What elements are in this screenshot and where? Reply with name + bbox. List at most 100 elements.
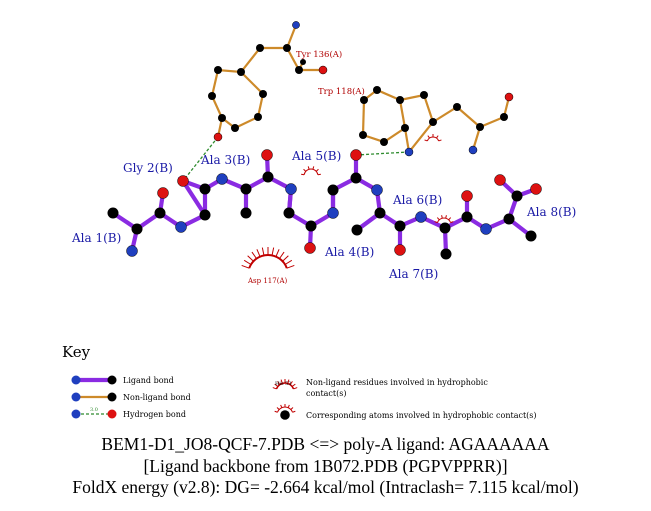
carbon-atom <box>240 183 252 195</box>
oxygen-atom <box>530 183 542 195</box>
carbon-atom <box>373 86 381 94</box>
legend-hydrophobic-arc-icon <box>272 379 298 390</box>
label-ala7: Ala 7(B) <box>388 267 438 281</box>
carbon-atom <box>327 184 339 196</box>
legend-ligand-bond-label: Ligand bond <box>123 376 174 385</box>
label-ala6: Ala 6(B) <box>392 193 442 207</box>
oxygen-atom <box>350 149 362 161</box>
legend-hydrophobic-atoms: Corresponding atoms involved in hydropho… <box>274 404 537 420</box>
carbon-atom <box>511 190 523 202</box>
carbon-atom <box>154 207 166 219</box>
carbon-atom <box>240 207 252 219</box>
carbon-atom <box>396 96 404 104</box>
legend-hydrophobic-atom-icon <box>274 404 296 413</box>
legend-hydrophobic-residue: His 53 Non-ligand residues involved in h… <box>272 378 488 398</box>
carbon-atom <box>283 44 291 52</box>
legend-hydrogen-bond-label: Hydrogen bond <box>123 410 186 419</box>
carbon-atom <box>295 66 303 74</box>
carbon-atom <box>351 224 363 236</box>
nitrogen-atom <box>415 211 427 223</box>
legend-hydrophobic-residue-sample: His 53 <box>275 381 291 387</box>
nitrogen-atom <box>327 207 339 219</box>
carbon-atom <box>199 209 211 221</box>
carbon-atom <box>394 220 406 232</box>
nitrogen-atom <box>285 183 297 195</box>
carbon-atom <box>476 123 484 131</box>
carbon-atom <box>359 131 367 139</box>
label-ala8: Ala 8(B) <box>526 205 576 219</box>
footer-title: BEM1-D1_JO8-QCF-7.PDB <=> poly-A ligand:… <box>101 434 550 454</box>
carbon-atom <box>525 230 537 242</box>
ligand-backbone <box>110 152 539 257</box>
carbon-atom <box>218 114 226 122</box>
footer-energy: FoldX energy (v2.8): DG= -2.664 kcal/mol… <box>72 477 579 497</box>
carbon-atom <box>360 96 368 104</box>
trp118-hydrophobic-marker <box>424 134 442 142</box>
legend-nonligand-bond: Non-ligand bond <box>71 392 191 402</box>
carbon-atom <box>107 207 119 219</box>
carbon-atom <box>259 90 267 98</box>
legend-hydrophobic-residues-line2: contact(s) <box>306 389 346 398</box>
oxygen-atom <box>494 174 506 186</box>
nitrogen-atom <box>371 184 383 196</box>
oxygen-atom <box>318 65 328 75</box>
legend-ligand-bond: Ligand bond <box>71 375 174 385</box>
legend: Key Ligand bond Non-ligand bond 3.0 Hydr… <box>62 343 537 420</box>
carbon-atom <box>374 207 386 219</box>
label-ala1: Ala 1(B) <box>71 231 121 245</box>
carbon-atom <box>237 68 245 76</box>
carbon-atom <box>283 207 295 219</box>
hydrogen-bonds <box>182 136 410 182</box>
legend-hbond-distance: 3.0 <box>90 407 98 413</box>
carbon-atom <box>262 171 274 183</box>
carbon-atom <box>503 213 515 225</box>
carbon-atom <box>439 222 451 234</box>
carbon-atom <box>500 113 508 121</box>
nitrogen-atom <box>404 147 414 157</box>
ala6-hydrophobic-marker <box>434 215 454 224</box>
carbon-atom <box>420 91 428 99</box>
ala5-hydrophobic-marker <box>301 166 321 176</box>
oxygen-atom <box>304 242 316 254</box>
oxygen-atom <box>177 175 189 187</box>
label-ala5: Ala 5(B) <box>291 149 341 163</box>
carbon-atom <box>453 103 461 111</box>
legend-hydrophobic-atoms-label: Corresponding atoms involved in hydropho… <box>306 411 537 420</box>
oxygen-atom <box>461 190 473 202</box>
atoms <box>107 21 542 260</box>
oxygen-atom <box>394 244 406 256</box>
carbon-atom <box>300 59 306 65</box>
nitrogen-atom <box>480 223 492 235</box>
carbon-atom <box>208 92 216 100</box>
carbon-atom <box>429 118 437 126</box>
nitrogen-atom <box>126 245 138 257</box>
carbon-atom <box>199 183 211 195</box>
hydrophobic-contacts <box>241 134 454 269</box>
carbon-atom <box>254 113 262 121</box>
label-ala4: Ala 4(B) <box>324 245 374 259</box>
nitrogen-atom <box>468 145 478 155</box>
oxygen-atom <box>157 187 169 199</box>
oxygen-atom <box>504 92 514 102</box>
oxygen-atom <box>261 149 273 161</box>
carbon-atom <box>461 211 473 223</box>
asp117-hydrophobic-arc <box>241 247 295 269</box>
tyr136-residue <box>210 24 323 138</box>
oxygen-atom <box>213 132 223 142</box>
carbon-atom <box>231 124 239 132</box>
nitrogen-atom <box>175 221 187 233</box>
carbon-atom <box>305 220 317 232</box>
nitrogen-atom <box>216 173 228 185</box>
label-gly2: Gly 2(B) <box>123 161 173 175</box>
label-asp117: Asp 117(A) <box>247 277 288 285</box>
label-ala3: Ala 3(B) <box>200 153 250 167</box>
legend-hydrophobic-residues-line1: Non-ligand residues involved in hydropho… <box>306 378 488 387</box>
legend-title: Key <box>62 343 91 361</box>
carbon-atom <box>256 44 264 52</box>
legend-nonligand-bond-label: Non-ligand bond <box>123 393 191 402</box>
label-trp118: Trp 118(A) <box>318 86 365 97</box>
label-tyr136: Tyr 136(A) <box>296 49 342 60</box>
carbon-atom <box>440 248 452 260</box>
carbon-atom <box>131 223 143 235</box>
